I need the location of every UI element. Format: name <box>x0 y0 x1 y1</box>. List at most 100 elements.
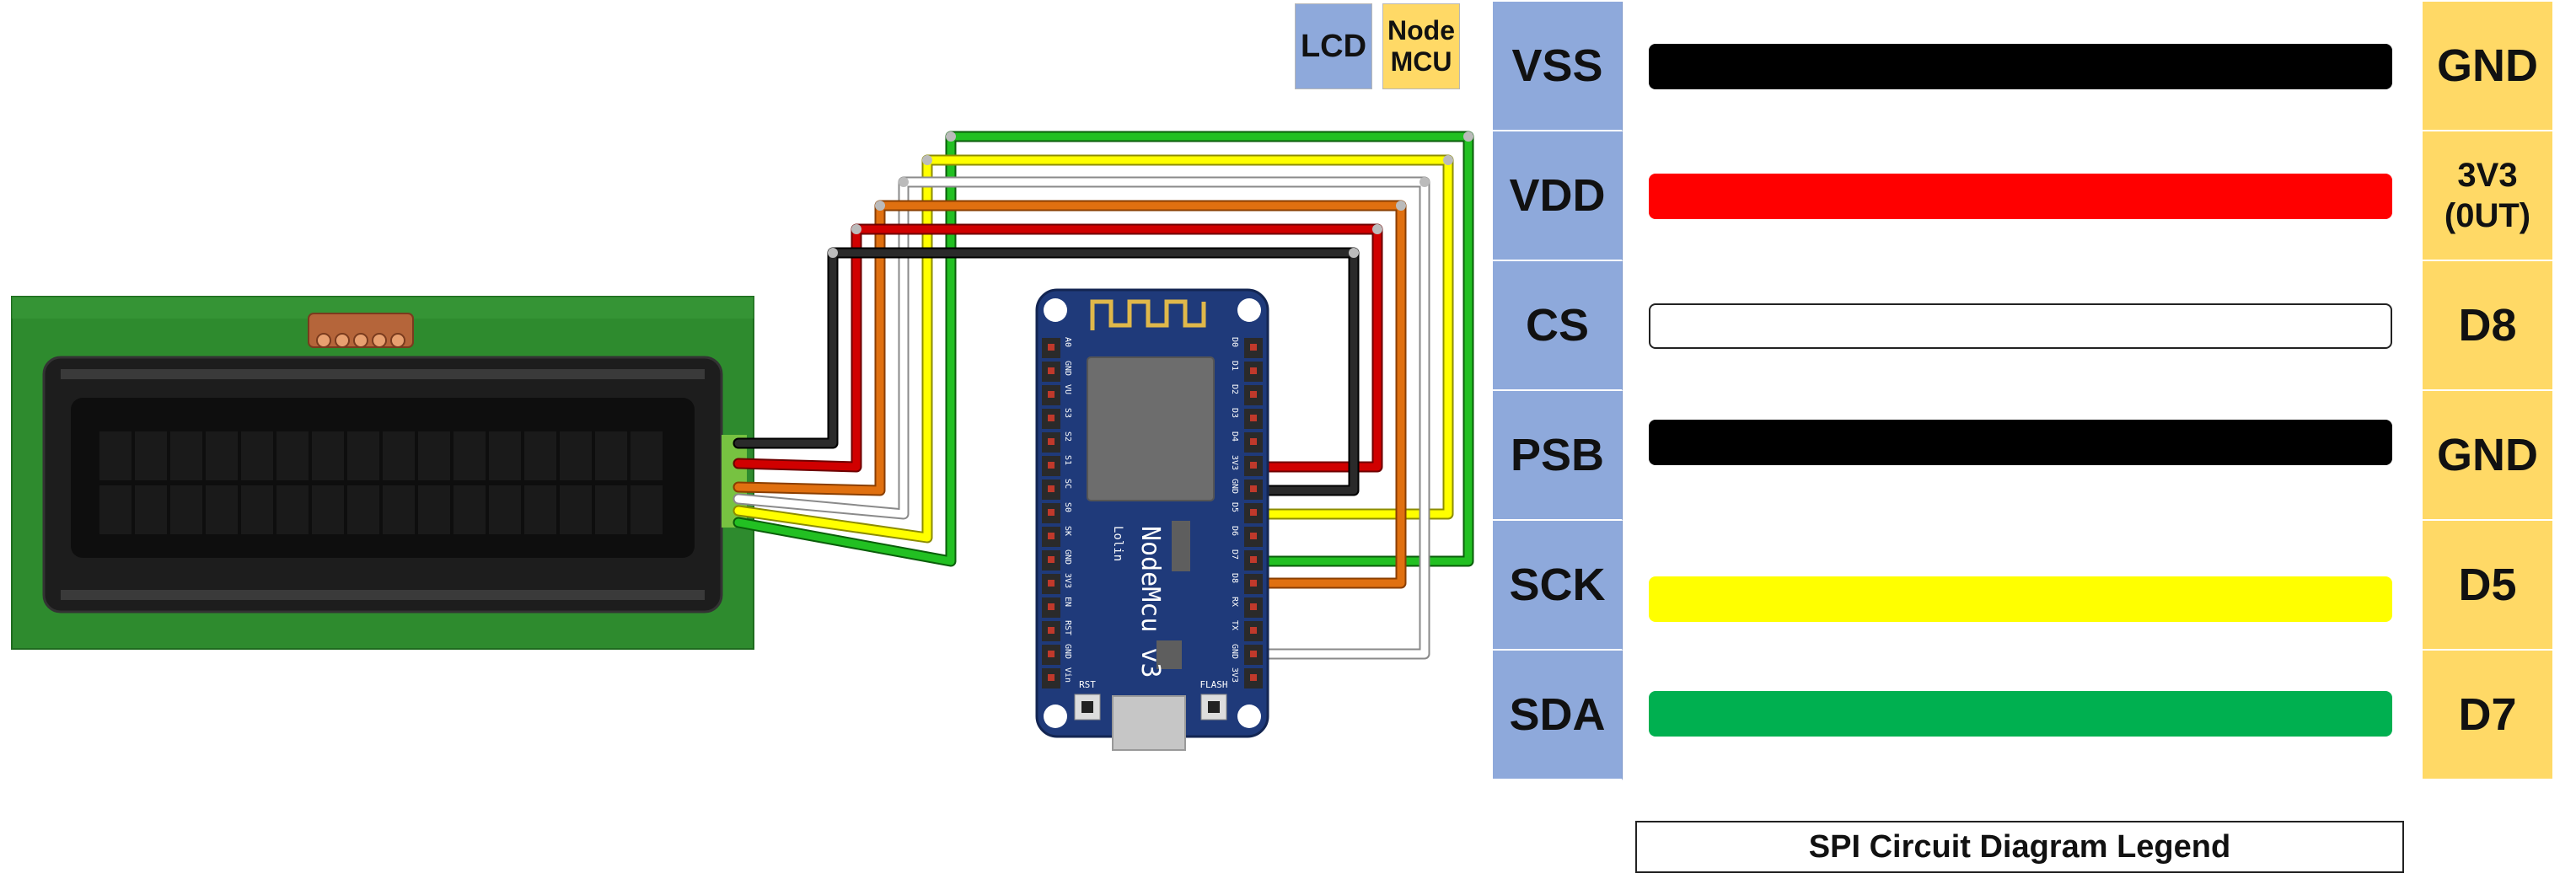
board-pin <box>1250 674 1257 681</box>
board-pin-label: D1 <box>1230 361 1239 371</box>
board-pin <box>1250 485 1257 492</box>
lcd-char-cell <box>206 485 238 534</box>
board-pin <box>1250 438 1257 445</box>
lcd-char-cell <box>418 485 450 534</box>
board-name: NodeMcu v3 <box>1135 526 1165 678</box>
lcd-char-cell <box>418 431 450 480</box>
lcd-char-cell <box>453 485 486 534</box>
nodemcu-pin-column: GND 3V3 (0UT) D8 GND D5 D7 <box>2423 2 2552 780</box>
board-pin <box>1048 438 1055 445</box>
board-pin-label: S2 <box>1063 431 1072 442</box>
board-pin <box>1048 603 1055 610</box>
lcd-char-cell <box>276 431 309 480</box>
lcd-char-cell <box>560 431 592 480</box>
board-pin <box>1250 509 1257 516</box>
board-pin-label: D6 <box>1230 526 1239 536</box>
wire-swatch-sck <box>1649 576 2392 622</box>
board-pin-label: D2 <box>1230 384 1239 394</box>
board-pin-label: 3V3 <box>1230 667 1239 683</box>
wifi-antenna-icon <box>1090 299 1206 330</box>
lcd-char-cell <box>347 485 379 534</box>
wires <box>733 131 1474 660</box>
lcd-pin-psb: PSB <box>1493 391 1623 521</box>
lcd-char-cell <box>312 485 344 534</box>
legend-title: SPI Circuit Diagram Legend <box>1635 821 2404 873</box>
mcu-pin-gnd: GND <box>2423 2 2552 131</box>
lcd-char-cell <box>631 485 663 534</box>
flash-label: FLASH <box>1199 679 1227 690</box>
board-pin-label: 3V3 <box>1063 573 1072 588</box>
board-pin <box>1048 509 1055 516</box>
lcd-char-cell <box>276 485 309 534</box>
lcd-char-cell <box>489 485 521 534</box>
board-pin-label: GND <box>1230 479 1239 494</box>
wire-swatch-vss <box>1649 44 2392 89</box>
lcd-pin-cs: CS <box>1493 261 1623 391</box>
mcu-pin-d7: D7 <box>2423 651 2552 780</box>
lcd-char-cell <box>595 485 627 534</box>
board-pin <box>1048 651 1055 657</box>
rst-label: RST <box>1079 679 1096 690</box>
mcu-pin-3v3-out: 3V3 (0UT) <box>2423 131 2552 261</box>
board-pin <box>1250 627 1257 634</box>
mcu-pin-gnd-2: GND <box>2423 391 2552 521</box>
board-pin-label: S1 <box>1063 455 1072 465</box>
lcd-char-cell <box>206 431 238 480</box>
lcd-module <box>11 296 754 650</box>
board-pin-label: GND <box>1063 644 1072 659</box>
board-pin-label: D7 <box>1230 549 1239 560</box>
chip <box>1172 521 1190 571</box>
board-pin <box>1048 556 1055 563</box>
board-pin <box>1250 344 1257 351</box>
lcd-char-cell <box>631 431 663 480</box>
lcd-pin-sck: SCK <box>1493 521 1623 651</box>
board-pin <box>1250 367 1257 374</box>
lcd-char-cell <box>489 431 521 480</box>
lcd-char-cell <box>170 431 202 480</box>
wire-swatch-cs <box>1649 303 2392 349</box>
mcu-pin-d5: D5 <box>2423 521 2552 651</box>
board-pin <box>1250 556 1257 563</box>
wire-swatch-vdd <box>1649 174 2392 219</box>
board-pin-label: TX <box>1230 620 1239 630</box>
lcd-char-cell <box>99 485 131 534</box>
board-pin-label: GND <box>1063 361 1072 376</box>
lcd-char-cell <box>135 485 167 534</box>
board-pin-label: D0 <box>1230 337 1239 347</box>
board-maker: Lolin <box>1111 526 1124 561</box>
board-pin-label: D4 <box>1230 431 1239 442</box>
wire-swatch-psb <box>1649 420 2392 465</box>
lcd-char-cell <box>560 485 592 534</box>
esp-module-shield <box>1087 356 1215 501</box>
board-pin <box>1048 415 1055 421</box>
lcd-pin-vdd: VDD <box>1493 131 1623 261</box>
board-pin-label: GND <box>1230 644 1239 659</box>
board-pin <box>1048 674 1055 681</box>
lcd-char-cell <box>135 431 167 480</box>
lcd-char-cell <box>99 431 131 480</box>
lcd-char-cell <box>383 485 415 534</box>
usb-port <box>1112 695 1186 751</box>
board-pin <box>1250 651 1257 657</box>
lcd-char-cell <box>383 431 415 480</box>
lcd-char-cell <box>170 485 202 534</box>
lcd-pin-vss: VSS <box>1493 2 1623 131</box>
board-pin-label: VU <box>1063 384 1072 394</box>
board-pin-label: D3 <box>1230 408 1239 418</box>
board-pin <box>1250 603 1257 610</box>
board-pin <box>1048 627 1055 634</box>
lcd-char-cell <box>241 431 273 480</box>
lcd-character-cells <box>99 431 663 534</box>
lcd-pin-sda: SDA <box>1493 651 1623 780</box>
board-pin <box>1250 533 1257 539</box>
board-pin-label: SC <box>1063 479 1072 489</box>
board-pin <box>1250 580 1257 587</box>
lcd-char-cell <box>312 431 344 480</box>
lcd-char-cell <box>595 431 627 480</box>
board-pin-label: A0 <box>1063 337 1072 347</box>
board-pin <box>1048 462 1055 469</box>
board-pin <box>1048 391 1055 398</box>
